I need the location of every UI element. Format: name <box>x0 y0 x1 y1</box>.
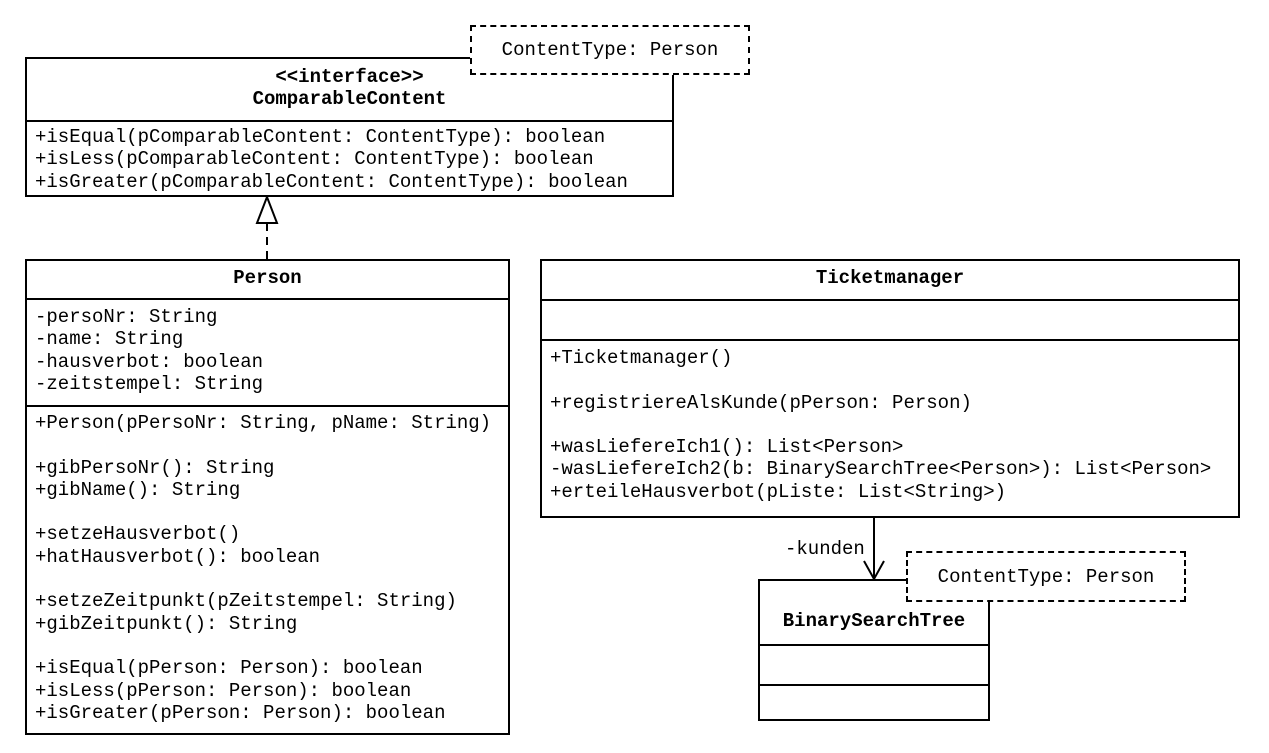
ticketmanager-operation: +erteileHausverbot(pListe: List<String>) <box>550 480 1007 503</box>
ticketmanager-operation: +registriereAlsKunde(pPerson: Person) <box>550 391 972 414</box>
person-operation: +isEqual(pPerson: Person): boolean <box>35 657 423 680</box>
bst-attributes <box>760 644 988 684</box>
ticketmanager-attributes <box>542 299 1238 339</box>
person-operation: +setzeZeitpunkt(pZeitstempel: String) <box>35 590 457 613</box>
interface-operation: +isGreater(pComparableContent: ContentTy… <box>35 170 628 193</box>
bst-class-name: BinarySearchTree <box>782 610 966 632</box>
class-person: Person -persoNr: String -name: String -h… <box>25 259 510 735</box>
interface-operation: +isEqual(pComparableContent: ContentType… <box>35 126 606 148</box>
person-operation: +gibZeitpunkt(): String <box>35 612 298 635</box>
bst-note: ContentType: Person <box>906 551 1186 602</box>
interface-stereotype: <<interface>> <box>275 66 424 88</box>
interface-operation: +isLess(pComparableContent: ContentType)… <box>35 148 594 171</box>
person-attribute: -zeitstempel: String <box>35 372 264 395</box>
ticketmanager-operation: +wasLiefereIch1(): List<Person> <box>550 436 904 459</box>
bst-operations <box>760 684 988 723</box>
person-operations: +Person(pPersoNr: String, pName: String)… <box>27 405 508 724</box>
ticketmanager-operation: -wasLiefereIch2(b: BinarySearchTree<Pers… <box>550 458 1212 481</box>
interface-note: ContentType: Person <box>470 25 750 75</box>
interface-comparable-content: <<interface>> ComparableContent +isEqual… <box>25 57 674 197</box>
ticketmanager-operations: +Ticketmanager() +registriereAlsKunde(pP… <box>542 339 1238 503</box>
interface-header: <<interface>> ComparableContent <box>27 59 672 120</box>
ticketmanager-class-name: Ticketmanager <box>815 267 965 289</box>
person-operation: +isLess(pPerson: Person): boolean <box>35 679 412 702</box>
realization-arrowhead <box>255 194 279 224</box>
association-label: -kunden <box>785 538 865 560</box>
interface-operations: +isEqual(pComparableContent: ContentType… <box>27 120 672 193</box>
person-header: Person <box>27 261 508 298</box>
ticketmanager-operation: +Ticketmanager() <box>550 347 733 369</box>
person-attribute: -persoNr: String <box>35 306 218 328</box>
person-attribute: -hausverbot: boolean <box>35 350 264 373</box>
person-attribute: -name: String <box>35 328 184 351</box>
person-operation: +gibPersoNr(): String <box>35 456 275 479</box>
ticketmanager-header: Ticketmanager <box>542 261 1238 299</box>
person-operation: +Person(pPersoNr: String, pName: String) <box>35 412 492 434</box>
person-operation: +gibName(): String <box>35 478 241 501</box>
class-binary-search-tree: BinarySearchTree <box>758 579 990 721</box>
class-ticketmanager: Ticketmanager +Ticketmanager() +registri… <box>540 259 1240 518</box>
person-operation: +isGreater(pPerson: Person): boolean <box>35 701 446 724</box>
bst-header: BinarySearchTree <box>760 581 988 644</box>
person-class-name: Person <box>233 267 302 289</box>
interface-name: ComparableContent <box>252 88 447 111</box>
person-attributes: -persoNr: String -name: String -hausverb… <box>27 298 508 405</box>
person-operation: +hatHausverbot(): boolean <box>35 545 321 568</box>
person-operation: +setzeHausverbot() <box>35 523 241 546</box>
